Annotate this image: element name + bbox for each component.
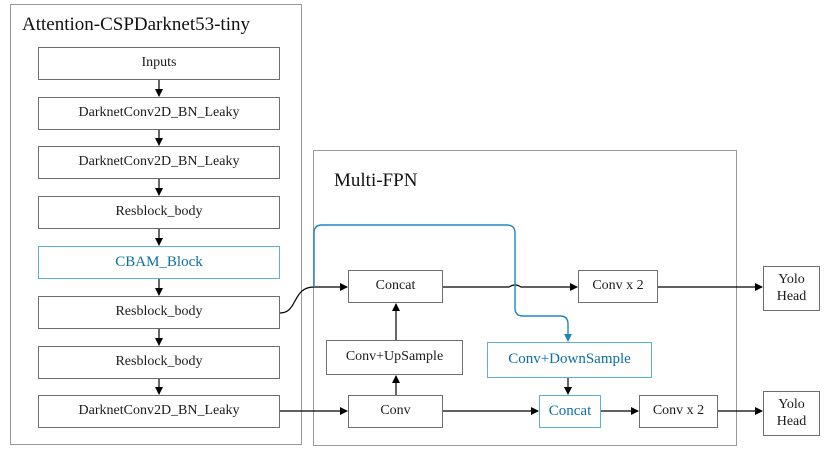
conv-upsample-block: Conv+UpSample	[326, 340, 463, 375]
conv-x2-top-block: Conv x 2	[578, 270, 658, 303]
yolo-head-top-line-1: Yolo	[778, 272, 805, 288]
fpn-group-frame	[313, 150, 737, 446]
arrow-res2-to-concat-top	[279, 283, 348, 314]
arrow-concat-top-to-convx2	[443, 283, 578, 291]
yolo-head-bottom: Yolo Head	[763, 391, 820, 436]
yolo-head-bottom-line-2: Head	[776, 413, 807, 429]
backbone-group-title: Attention-CSPDarknet53-tiny	[22, 14, 250, 35]
yolo-head-top: Yolo Head	[763, 266, 820, 311]
inputs-block: Inputs	[38, 47, 280, 80]
cbam-block: CBAM_Block	[38, 246, 280, 279]
conv-block: Conv	[348, 395, 443, 428]
darknet-conv-block-2: DarknetConv2D_BN_Leaky	[38, 146, 280, 179]
fpn-group-title: Multi-FPN	[334, 170, 418, 191]
yolo-head-top-line-2: Head	[776, 288, 807, 304]
darknet-conv-block-1: DarknetConv2D_BN_Leaky	[38, 97, 280, 130]
backbone-group-frame	[10, 4, 302, 445]
resblock-body-1: Resblock_body	[38, 196, 280, 229]
arrow-skip-to-downsample	[313, 224, 572, 342]
resblock-body-2: Resblock_body	[38, 296, 280, 329]
darknet-conv-block-3: DarknetConv2D_BN_Leaky	[38, 395, 280, 428]
yolo-head-bottom-line-1: Yolo	[778, 397, 805, 413]
conv-downsample-block: Conv+DownSample	[487, 342, 652, 378]
concat-top-block: Concat	[348, 270, 443, 303]
concat-bottom-block: Concat	[539, 395, 601, 428]
resblock-body-3: Resblock_body	[38, 346, 280, 379]
conv-x2-bottom-block: Conv x 2	[639, 395, 718, 428]
